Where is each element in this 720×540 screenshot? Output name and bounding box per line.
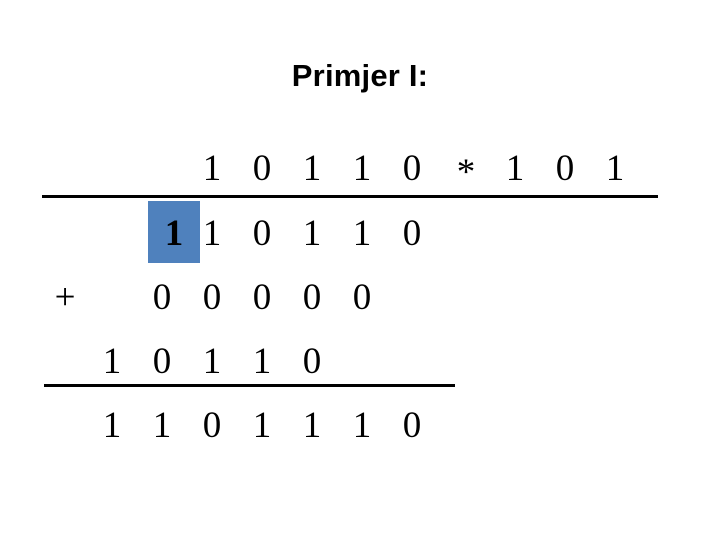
result-digit-0: 1 [102,405,122,446]
multiplicand-digit-3: 1 [352,148,372,189]
pp1-digit-2: 1 [302,213,322,254]
pp1-digit-3: 1 [352,213,372,254]
result-digit-4: 1 [302,405,322,446]
pp2-digit-4: 0 [352,277,372,318]
pp3-digit-0: 1 [102,341,122,382]
plus-operator: + [54,277,76,318]
result-digit-5: 1 [352,405,372,446]
pp3-digit-1: 0 [152,341,172,382]
operand-divider-rule [42,195,658,198]
multiplicand-digit-2: 1 [302,148,322,189]
carry-digit: 1 [164,213,184,254]
multiplicand-digit-4: 0 [402,148,422,189]
multiplier-digit-0: 1 [505,148,525,189]
result-digit-1: 1 [152,405,172,446]
pp2-digit-1: 0 [202,277,222,318]
pp2-digit-0: 0 [152,277,172,318]
multiplicand-digit-0: 1 [202,148,222,189]
result-divider-rule [44,384,455,387]
pp2-digit-2: 0 [252,277,272,318]
pp1-digit-0: 1 [202,213,222,254]
pp3-digit-4: 0 [302,341,322,382]
partial-product-row-3: 1 0 1 1 0 [0,336,720,388]
result-row: 1 1 0 1 1 1 0 [0,400,720,452]
pp3-digit-2: 1 [202,341,222,382]
multiply-operator: * [456,152,476,193]
carry-highlight-box [148,201,200,263]
result-digit-6: 0 [402,405,422,446]
result-digit-2: 0 [202,405,222,446]
pp3-digit-3: 1 [252,341,272,382]
multiplier-digit-1: 0 [555,148,575,189]
multiplicand-digit-1: 0 [252,148,272,189]
operand-row: 1 0 1 1 0 * 1 0 1 [0,143,720,195]
multiplier-digit-2: 1 [605,148,625,189]
partial-product-row-2: + 0 0 0 0 0 [0,272,720,324]
page-title: Primjer I: [291,58,429,93]
pp1-digit-4: 0 [402,213,422,254]
pp1-digit-1: 0 [252,213,272,254]
pp2-digit-3: 0 [302,277,322,318]
result-digit-3: 1 [252,405,272,446]
partial-product-row-1: 1 1 0 1 1 0 [0,208,720,260]
